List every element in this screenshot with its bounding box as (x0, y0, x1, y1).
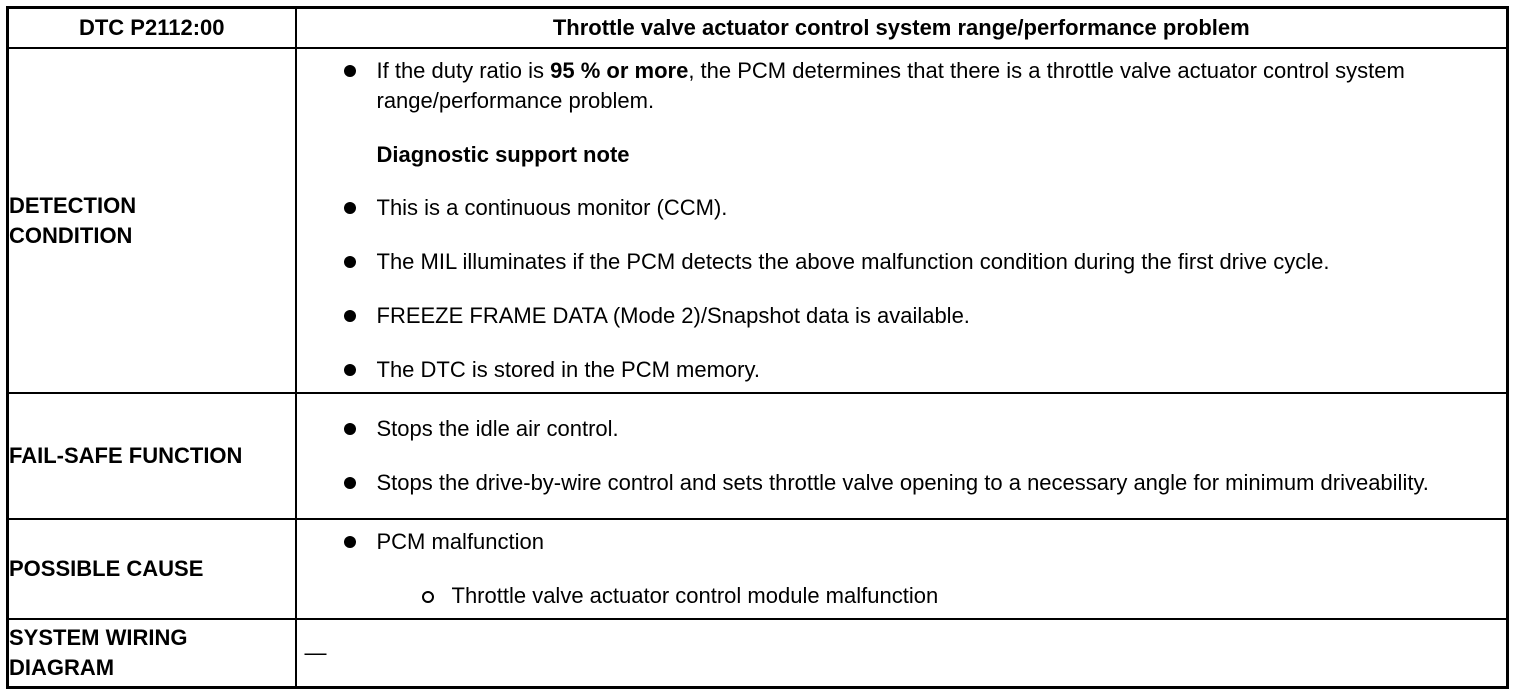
failsafe-label: FAIL-SAFE FUNCTION (9, 443, 243, 468)
note-item: This is a continuous monitor (CCM). (297, 193, 1497, 223)
note-heading: Diagnostic support note (376, 142, 630, 167)
detection-label-cell: DETECTION CONDITION (6, 47, 297, 394)
duty-threshold: 95 % or more (550, 58, 689, 83)
cause-label-cell: POSSIBLE CAUSE (6, 518, 297, 620)
wiring-content: — (294, 618, 1509, 689)
dtc-title: Throttle valve actuator control system r… (294, 6, 1509, 49)
note-item: The DTC is stored in the PCM memory. (297, 355, 1497, 385)
detection-label: DETECTION CONDITION (9, 192, 137, 248)
bullet-icon (343, 256, 356, 268)
bullet-icon (343, 202, 356, 214)
bullet-icon (343, 364, 356, 376)
cause-content: PCM malfunction Throttle valve actuator … (294, 518, 1509, 620)
note-item: The MIL illuminates if the PCM detects t… (297, 247, 1497, 277)
bullet-icon (343, 477, 356, 489)
failsafe-content: Stops the idle air control. Stops the dr… (294, 392, 1509, 520)
header-row: DTC P2112:00 Throttle valve actuator con… (6, 6, 1509, 49)
failsafe-row: FAIL-SAFE FUNCTION Stops the idle air co… (6, 392, 1509, 520)
wiring-label-cell: SYSTEM WIRING DIAGRAM (6, 618, 297, 689)
dtc-table: DTC P2112:00 Throttle valve actuator con… (6, 6, 1509, 689)
failsafe-label-cell: FAIL-SAFE FUNCTION (6, 392, 297, 520)
wiring-label: SYSTEM WIRING DIAGRAM (9, 625, 188, 680)
wiring-row: SYSTEM WIRING DIAGRAM — (6, 618, 1509, 689)
detection-item: If the duty ratio is 95 % or more, the P… (297, 56, 1497, 116)
circle-bullet-icon (421, 591, 434, 603)
bullet-icon (343, 536, 356, 548)
wiring-value: — (304, 640, 327, 665)
bullet-icon (343, 310, 356, 322)
bullet-icon (343, 65, 356, 77)
failsafe-item: Stops the idle air control. (297, 414, 1497, 444)
cause-subitem: Throttle valve actuator control module m… (297, 581, 1497, 611)
detection-content: If the duty ratio is 95 % or more, the P… (294, 47, 1509, 394)
note-item: FREEZE FRAME DATA (Mode 2)/Snapshot data… (297, 301, 1497, 331)
detection-row: DETECTION CONDITION If the duty ratio is… (6, 47, 1509, 394)
cause-row: POSSIBLE CAUSE PCM malfunction Throttle … (6, 518, 1509, 620)
dtc-code: DTC P2112:00 (6, 6, 297, 49)
failsafe-item: Stops the drive-by-wire control and sets… (297, 468, 1497, 498)
bullet-icon (343, 423, 356, 435)
cause-item: PCM malfunction (297, 527, 1497, 557)
cause-label: POSSIBLE CAUSE (9, 556, 204, 581)
